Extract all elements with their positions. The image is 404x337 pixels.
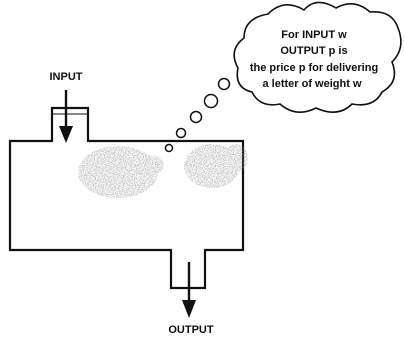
thought-line: the price p for delivering (250, 62, 378, 74)
thought-line: a letter of weight w (262, 78, 361, 90)
thought-line: For INPUT w (281, 29, 347, 41)
machine-body (8, 106, 245, 290)
thought-cloud (233, 1, 402, 113)
thought-trail (164, 77, 231, 153)
thought-line: OUTPUT p is (280, 45, 347, 57)
input-label: INPUT (50, 71, 83, 83)
thought-dot (175, 127, 187, 139)
thought-text: For INPUT w OUTPUT p is the price p for … (250, 29, 378, 90)
output-label: OUTPUT (168, 324, 214, 336)
thought-dot (203, 93, 219, 109)
thought-dot (164, 143, 174, 153)
input-arrow (59, 90, 73, 143)
thought-dot (217, 77, 231, 91)
output-arrow (182, 262, 196, 318)
thought-dot (189, 110, 203, 124)
